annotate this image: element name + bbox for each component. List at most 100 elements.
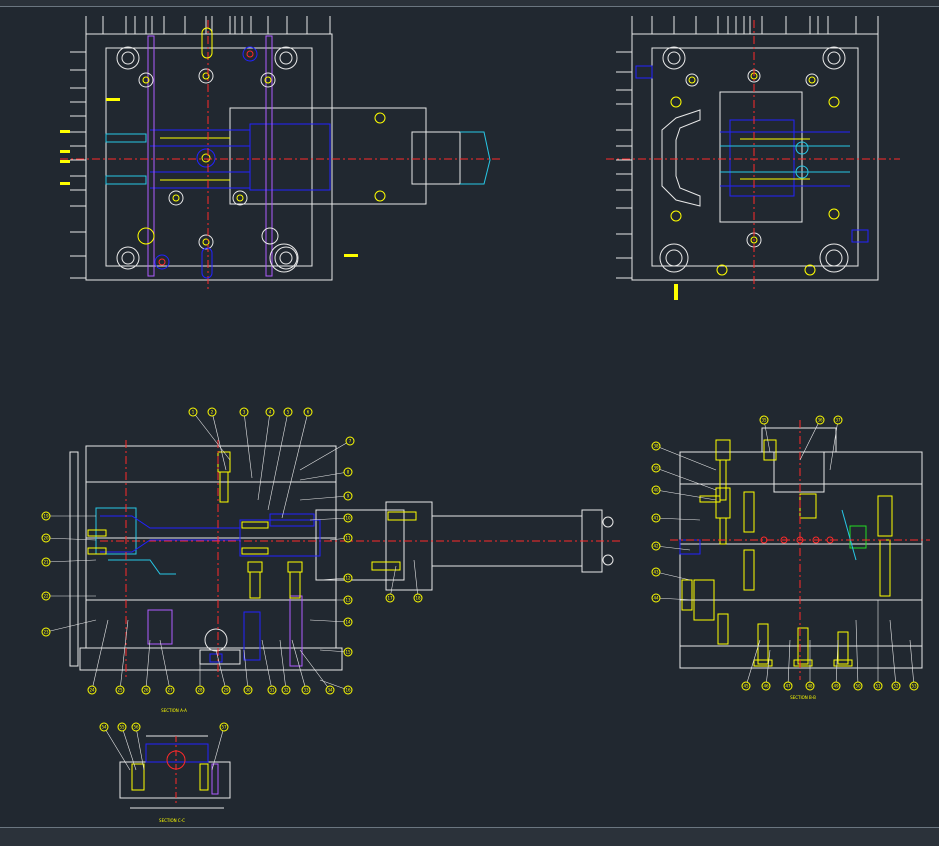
dimension-bracket-left bbox=[69, 451, 79, 667]
balloon-number: 41 bbox=[653, 516, 659, 521]
balloon[interactable] bbox=[343, 595, 353, 605]
balloon[interactable] bbox=[853, 681, 863, 691]
balloon[interactable] bbox=[651, 513, 661, 523]
plan-view-left[interactable] bbox=[60, 16, 500, 290]
core-pins bbox=[720, 131, 850, 187]
balloon-number: 47 bbox=[785, 684, 791, 689]
balloon[interactable] bbox=[131, 722, 141, 732]
balloon[interactable] bbox=[303, 407, 313, 417]
balloon[interactable] bbox=[815, 415, 825, 425]
balloon[interactable] bbox=[385, 593, 395, 603]
cylinder-end bbox=[460, 131, 491, 185]
balloon[interactable] bbox=[219, 722, 229, 732]
screw-holes bbox=[137, 46, 386, 273]
leader-line bbox=[655, 517, 701, 521]
section-c-view[interactable]: SECTION C-C bbox=[119, 735, 231, 823]
section-b-view[interactable]: SECTION B-B bbox=[670, 420, 930, 700]
slide-housing bbox=[315, 509, 405, 581]
balloon[interactable] bbox=[41, 627, 51, 637]
section-a-view[interactable]: SECTION A-A bbox=[69, 440, 620, 713]
balloon[interactable] bbox=[281, 685, 291, 695]
balloon[interactable] bbox=[873, 681, 883, 691]
balloon[interactable] bbox=[188, 407, 198, 417]
balloon[interactable] bbox=[41, 533, 51, 543]
balloon[interactable] bbox=[239, 407, 249, 417]
balloon[interactable] bbox=[651, 593, 661, 603]
balloon[interactable] bbox=[41, 557, 51, 567]
balloon[interactable] bbox=[99, 722, 109, 732]
leader-line bbox=[855, 619, 859, 687]
leader-line bbox=[145, 639, 151, 691]
balloon-number: 18 bbox=[415, 596, 421, 601]
balloon[interactable] bbox=[651, 441, 661, 451]
balloon-number: 55 bbox=[119, 725, 125, 730]
balloon[interactable] bbox=[41, 511, 51, 521]
balloon[interactable] bbox=[783, 681, 793, 691]
balloon[interactable] bbox=[343, 513, 353, 523]
cavity-insert bbox=[719, 91, 803, 223]
balloon-number: 57 bbox=[221, 725, 227, 730]
socket-screws bbox=[693, 439, 893, 667]
balloon[interactable] bbox=[115, 685, 125, 695]
balloon[interactable] bbox=[343, 467, 353, 477]
balloon[interactable] bbox=[413, 593, 423, 603]
leader-line bbox=[215, 649, 227, 691]
balloon[interactable] bbox=[741, 681, 751, 691]
balloon[interactable] bbox=[221, 685, 231, 695]
leader-line bbox=[319, 679, 349, 691]
drawing-canvas[interactable]: SECTION A-A bbox=[0, 7, 939, 827]
balloon[interactable] bbox=[343, 533, 353, 543]
balloon[interactable] bbox=[759, 415, 769, 425]
top-toolbar[interactable] bbox=[0, 0, 939, 7]
balloon-number: 10 bbox=[345, 516, 351, 521]
plan-view-right[interactable] bbox=[606, 16, 900, 300]
balloon[interactable] bbox=[343, 491, 353, 501]
balloon[interactable] bbox=[761, 681, 771, 691]
balloon-number: 32 bbox=[283, 688, 289, 693]
balloon[interactable] bbox=[891, 681, 901, 691]
balloon-number: 54 bbox=[101, 725, 107, 730]
balloon[interactable] bbox=[805, 681, 815, 691]
balloon[interactable] bbox=[343, 647, 353, 657]
balloon[interactable] bbox=[831, 681, 841, 691]
balloon-number: 29 bbox=[223, 688, 229, 693]
balloon[interactable] bbox=[41, 591, 51, 601]
balloon[interactable] bbox=[651, 463, 661, 473]
balloon[interactable] bbox=[141, 685, 151, 695]
balloon[interactable] bbox=[165, 685, 175, 695]
core-plate bbox=[679, 543, 923, 601]
balloon[interactable] bbox=[265, 407, 275, 417]
balloon[interactable] bbox=[909, 681, 919, 691]
status-bar[interactable] bbox=[0, 827, 939, 846]
balloon[interactable] bbox=[345, 436, 355, 446]
balloon[interactable] bbox=[267, 685, 277, 695]
balloon[interactable] bbox=[117, 722, 127, 732]
balloon-number: 27 bbox=[167, 688, 173, 693]
balloon[interactable] bbox=[651, 541, 661, 551]
leader-line bbox=[243, 411, 253, 479]
inner-plate bbox=[105, 47, 313, 267]
balloon[interactable] bbox=[283, 407, 293, 417]
balloon-number: 33 bbox=[303, 688, 309, 693]
balloon[interactable] bbox=[651, 567, 661, 577]
cylinder-flange bbox=[385, 501, 433, 591]
balloon[interactable] bbox=[243, 685, 253, 695]
balloon[interactable] bbox=[343, 685, 353, 695]
balloon[interactable] bbox=[301, 685, 311, 695]
balloon-number: 46 bbox=[763, 684, 769, 689]
balloon[interactable] bbox=[343, 617, 353, 627]
balloon-number: 1 bbox=[192, 410, 195, 415]
balloon[interactable] bbox=[325, 685, 335, 695]
balloon[interactable] bbox=[195, 685, 205, 695]
balloon[interactable] bbox=[87, 685, 97, 695]
balloon[interactable] bbox=[833, 415, 843, 425]
clamp-block bbox=[635, 65, 653, 79]
balloon[interactable] bbox=[343, 573, 353, 583]
balloon-number: 52 bbox=[893, 684, 899, 689]
socket-screws bbox=[87, 451, 417, 599]
balloon[interactable] bbox=[651, 485, 661, 495]
balloon[interactable] bbox=[207, 407, 217, 417]
dimension-labels-left bbox=[60, 98, 358, 257]
leader-line bbox=[655, 467, 717, 491]
balloon-number: 16 bbox=[345, 688, 351, 693]
